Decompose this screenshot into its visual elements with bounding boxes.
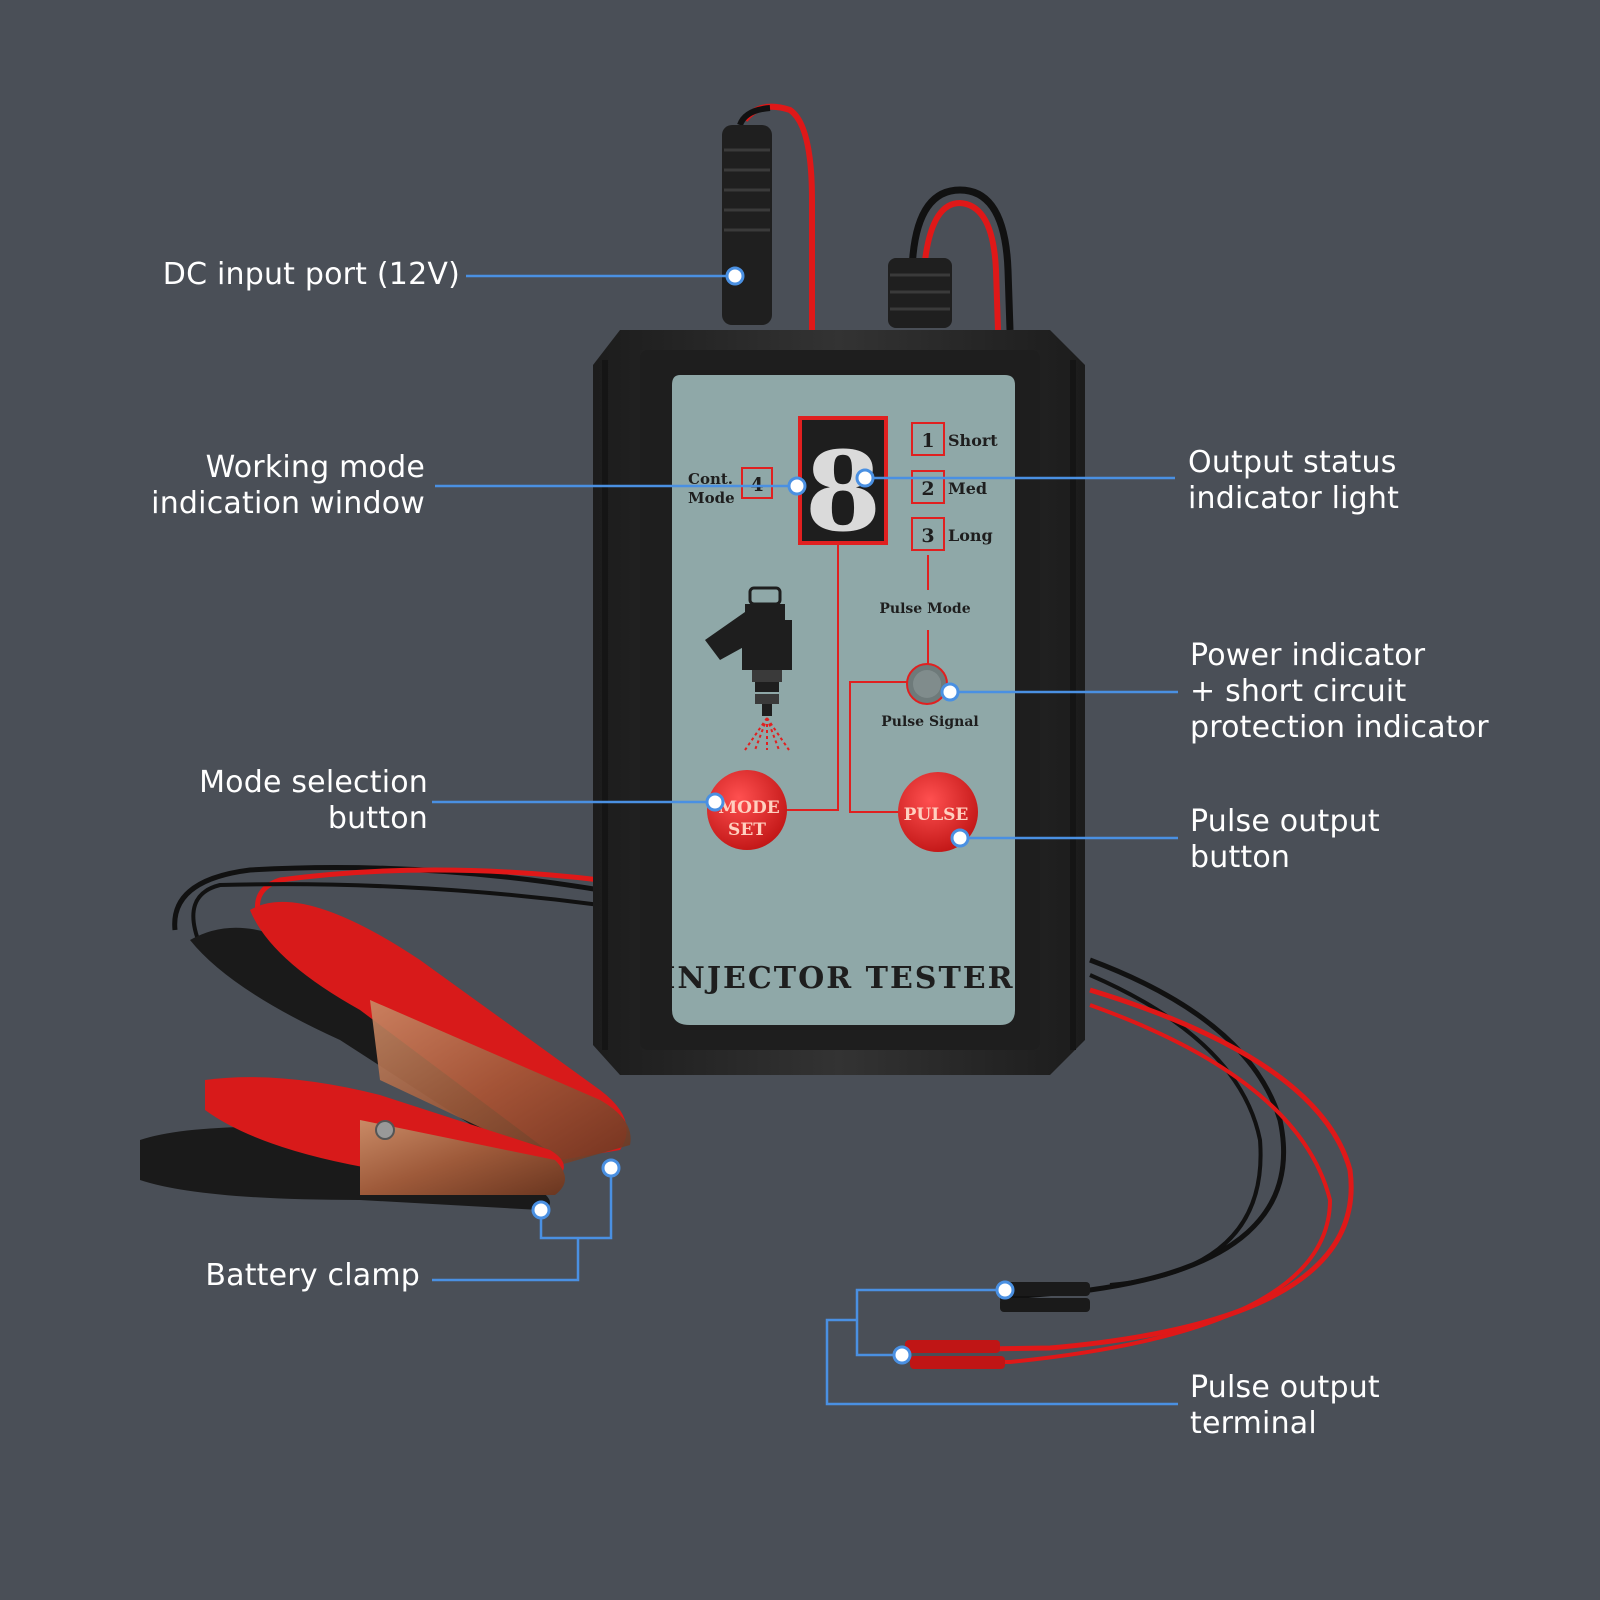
callout-pulse-terminal: Pulse output terminal: [1190, 1370, 1380, 1442]
pulse-mode-label-long: Long: [948, 526, 993, 545]
callout-pulse-button-line-2: button: [1190, 840, 1291, 875]
callout-battery-clamp-line-1: Battery clamp: [205, 1258, 420, 1293]
callout-mode-selection-line-2: button: [327, 801, 428, 836]
dot-clamp-1: [531, 1200, 551, 1220]
callout-pulse-button-line-1: Pulse output: [1190, 804, 1380, 839]
callout-working-mode-line-1: Working mode: [205, 450, 425, 485]
pulse-mode-number-1: 1: [921, 430, 934, 452]
dot-dc-input: [725, 266, 745, 286]
dc-input-port: [722, 125, 772, 325]
pulse-mode-caption: Pulse Mode: [879, 601, 970, 617]
callout-output-status: Output status indicator light: [1188, 445, 1399, 517]
pulse-button-label: PULSE: [904, 805, 969, 825]
leader-pulse-terminal-bracket: [855, 1288, 1005, 1357]
pulse-output-cables: [899, 957, 1354, 1369]
callout-working-mode: Working mode indication window: [151, 450, 425, 522]
dot-mode-selection: [705, 792, 725, 812]
cont-mode-label-2: Mode: [688, 489, 735, 507]
pulse-mode-number-2: 2: [921, 478, 934, 500]
callout-power-indicator-line-2: + short circuit: [1190, 674, 1407, 709]
callout-power-indicator-line-3: protection indicator: [1190, 710, 1489, 745]
mode-button-label-2: SET: [728, 820, 766, 840]
callout-output-status-line-2: indicator light: [1188, 481, 1400, 516]
battery-clamp: [140, 901, 631, 1210]
leader-battery-clamp: [432, 1238, 580, 1282]
callout-output-status-line-1: Output status: [1188, 445, 1397, 480]
callout-mode-selection: Mode selection button: [199, 765, 428, 837]
callout-mode-selection-line-1: Mode selection: [199, 765, 428, 800]
top-loop-cable: [888, 186, 1014, 331]
callout-power-indicator-line-1: Power indicator: [1190, 638, 1426, 673]
leader-pulse-terminal: [825, 1318, 1178, 1406]
callout-battery-clamp: Battery clamp: [205, 1258, 420, 1294]
callout-power-indicator: Power indicator + short circuit protecti…: [1190, 638, 1489, 746]
pulse-mode-label-med: Med: [948, 479, 987, 498]
pulse-signal-caption: Pulse Signal: [881, 714, 978, 730]
mode-set-button[interactable]: MODE SET: [707, 770, 787, 850]
dot-output-status: [855, 468, 875, 488]
panel-title: INJECTOR TESTER: [661, 961, 1014, 996]
dot-power-indicator: [940, 682, 960, 702]
mode-button-label-1: MODE: [718, 798, 779, 818]
leader-battery-clamp-bracket: [539, 1168, 613, 1240]
leader-lines: [432, 274, 1178, 1406]
callout-pulse-terminal-line-1: Pulse output: [1190, 1370, 1380, 1405]
callout-dc-input-line-1: DC input port (12V): [162, 257, 460, 292]
pulse-mode-label-short: Short: [948, 431, 998, 450]
red-terminal: [905, 1340, 1000, 1353]
callout-pulse-button: Pulse output button: [1190, 804, 1380, 876]
black-terminal: [1000, 1282, 1090, 1296]
callout-working-mode-line-2: indication window: [151, 486, 425, 521]
callout-pulse-terminal-line-2: terminal: [1190, 1406, 1317, 1441]
dot-clamp-2: [601, 1158, 621, 1178]
front-panel: 8 Cont. Mode 4 1 Short 2 Med 3 Long Puls…: [661, 375, 1015, 1025]
dot-terminal-black: [995, 1280, 1015, 1300]
cont-mode-label-1: Cont.: [688, 470, 733, 488]
clamp-cables: [172, 865, 601, 946]
callout-dc-input: DC input port (12V): [163, 257, 460, 293]
dot-terminal-red: [892, 1345, 912, 1365]
injector-icon: [705, 586, 792, 751]
dot-pulse-button: [950, 828, 970, 848]
leader-dots: [531, 266, 1015, 1365]
dc-input-cable: [722, 103, 815, 330]
dot-working-mode: [787, 476, 807, 496]
display-digit: 8: [805, 427, 882, 556]
pulse-mode-number-3: 3: [921, 525, 934, 547]
